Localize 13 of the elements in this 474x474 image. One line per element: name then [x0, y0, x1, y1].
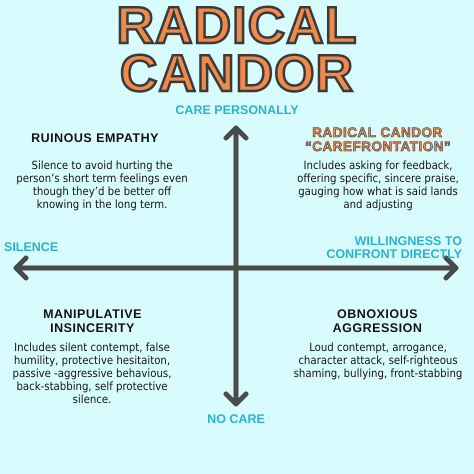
axis-label: CARE PERSONALLY: [174, 104, 300, 117]
title: RADICAL CANDOR: [116, 2, 358, 98]
quadrant-heading: RADICAL CANDOR “CAREFRONTATION”: [305, 126, 450, 154]
quadrant-heading: RUINOUS EMPATHY: [30, 131, 160, 145]
quadrant-heading: OBNOXIOUS AGGRESSION: [332, 307, 424, 335]
axis-label: NO CARE: [206, 413, 266, 426]
quadrant-description: Silence to avoid hurting the person’s short term feelings even though they’d be better off knowing in the long term.: [15, 159, 189, 211]
quadrant-description: Includes silent contempt, false humility, protective hesitaiton, passive -aggressive behavious, back-stabbing, self protective silence.: [12, 341, 172, 406]
axis-label: WILLINGNESS TO CONFRONT DIRECTLY: [325, 235, 462, 261]
quadrant-description: Loud contempt, arrogance, character attack, self-righteous shaming, bullying, front-stabbing: [292, 341, 464, 380]
axis-label: SILENCE: [4, 241, 60, 254]
quadrant-heading: MANIPULATIVE INSINCERITY: [42, 307, 143, 335]
quadrant-description: Includes asking for feedback, offering specific, sincere praise, gauging how what is said lands and adjusting: [296, 159, 460, 211]
